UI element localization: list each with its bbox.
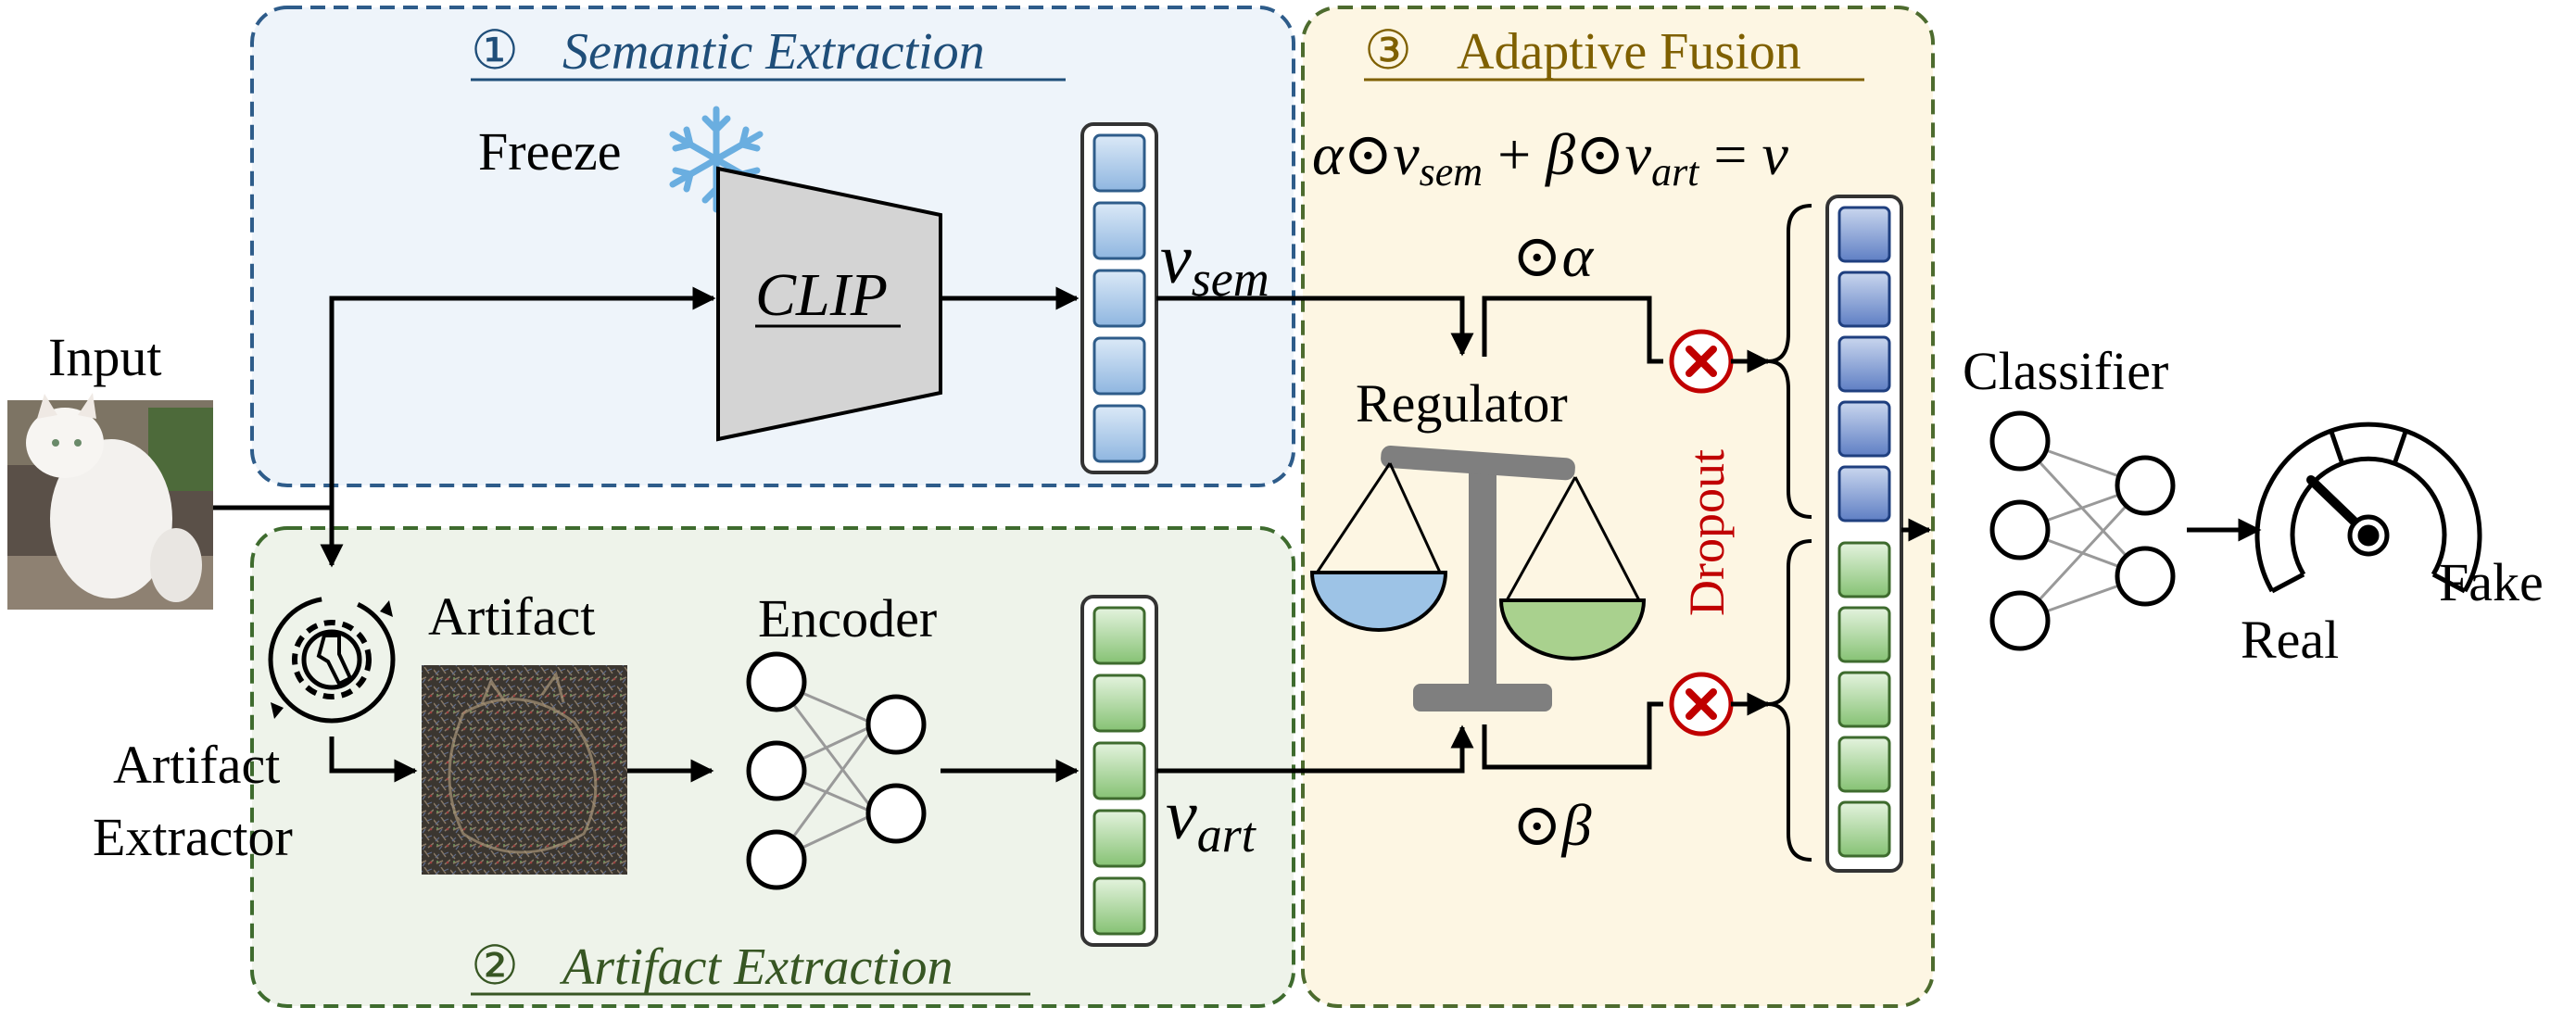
artifact-number: ② [471, 936, 519, 996]
gear-wrench-icon [268, 596, 396, 724]
encoder-network [746, 651, 927, 890]
dropout-label: Dropout [1679, 449, 1735, 616]
clip-label: CLIP [755, 261, 888, 329]
input-label: Input [48, 327, 161, 387]
regulator-alpha-path [1482, 296, 1663, 364]
artifact-image [422, 665, 627, 875]
extractor-to-artifact-arrow [329, 737, 418, 783]
artifact-feature-vector [1080, 595, 1158, 947]
input-image [7, 393, 213, 610]
dropout-icon-bottom [1669, 672, 1734, 737]
real-label: Real [2241, 610, 2339, 670]
fused-feature-vector [1825, 195, 1903, 873]
artifact-extractor-label-line1: Artifact [113, 735, 280, 795]
fusion-title: Adaptive Fusion [1457, 23, 1801, 81]
vart-label: vart [1166, 776, 1257, 863]
clip-encoder [716, 166, 942, 442]
fusion-formula: α⊙vsem + β⊙vart = v [1312, 121, 1789, 195]
odot-beta-label: ⊙β [1512, 792, 1592, 858]
regulator-label: Regulator [1356, 373, 1568, 434]
artifact-title: Artifact Extraction [559, 938, 953, 996]
semantic-number: ① [471, 20, 519, 81]
fake-label: Fake [2439, 552, 2544, 612]
brace-top [1767, 204, 1812, 519]
split-to-clip-arrow [329, 286, 716, 508]
artifact-image-label: Artifact [428, 586, 595, 647]
fusion-number: ③ [1364, 20, 1412, 81]
encoder-label: Encoder [758, 588, 937, 649]
semantic-title: Semantic Extraction [562, 23, 985, 81]
brace-bottom [1767, 539, 1812, 862]
classifier-network [1989, 410, 2176, 651]
vart-to-regulator-arrow [1156, 724, 1474, 774]
vsem-to-regulator-arrow [1156, 296, 1474, 357]
classifier-label: Classifier [1963, 341, 2168, 401]
semantic-feature-vector [1080, 122, 1158, 474]
regulator-beta-path [1482, 701, 1663, 770]
real-fake-gauge-icon [2254, 422, 2482, 594]
dropout-icon-top [1669, 329, 1734, 394]
odot-alpha-label: ⊙α [1512, 223, 1595, 289]
freeze-label: Freeze [478, 121, 622, 182]
balance-scale-icon [1309, 446, 1647, 711]
artifact-extractor-label-line2: Extractor [93, 807, 293, 867]
